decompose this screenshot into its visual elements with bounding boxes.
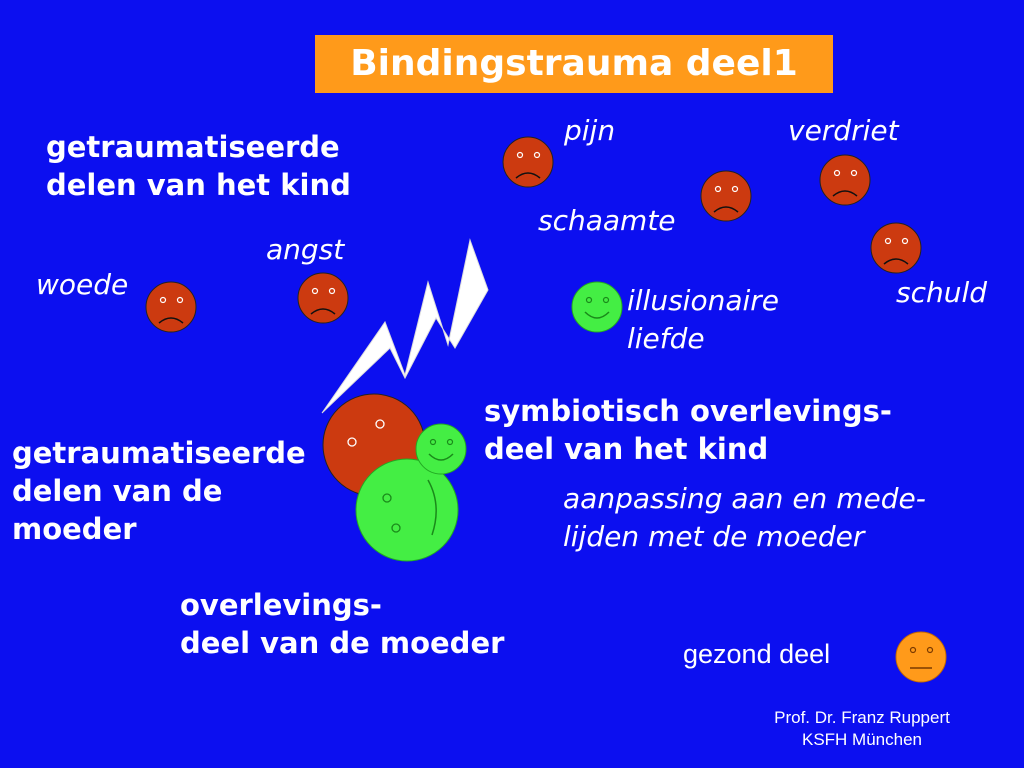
happy-face-icon-illusion — [571, 281, 623, 333]
healthy-face-icon — [895, 631, 947, 683]
sad-face-icon-anger — [145, 281, 197, 333]
slide-title: Bindingstrauma deel1 — [315, 35, 833, 93]
sad-face-icon-pain — [502, 136, 554, 188]
mother-survival-label: overlevings- deel van de moeder — [180, 588, 505, 660]
emotion-label-pain: pijn — [564, 114, 616, 147]
child-symbiotic-label: symbiotisch overlevings- deel van het ki… — [484, 394, 892, 466]
adaptation-label: aanpassing aan en mede- lijden met de mo… — [563, 482, 926, 553]
emotion-label-guilt: schuld — [896, 276, 988, 309]
sad-face-icon-fear — [297, 272, 349, 324]
mother-survival-face-icon — [355, 458, 459, 562]
lightning-bolt-icon — [321, 238, 489, 414]
sad-face-icon-sadness — [819, 154, 871, 206]
sad-face-icon-shame — [700, 170, 752, 222]
emotion-label-fear: angst — [266, 233, 345, 266]
sad-face-icon-guilt — [870, 222, 922, 274]
child-symbiotic-face-icon — [415, 423, 467, 475]
emotion-label-shame: schaamte — [538, 204, 676, 237]
illusion-label: illusionaire liefde — [627, 284, 780, 355]
emotion-label-sadness: verdriet — [788, 114, 899, 147]
healthy-label: gezond deel — [683, 639, 831, 669]
mother-traumatized-label: getraumatiseerde delen van de moeder — [12, 436, 306, 546]
author-credit: Prof. Dr. Franz Ruppert KSFH München — [774, 708, 950, 749]
child-traumatized-label: getraumatiseerde delen van het kind — [46, 130, 351, 202]
emotion-label-anger: woede — [36, 268, 129, 301]
